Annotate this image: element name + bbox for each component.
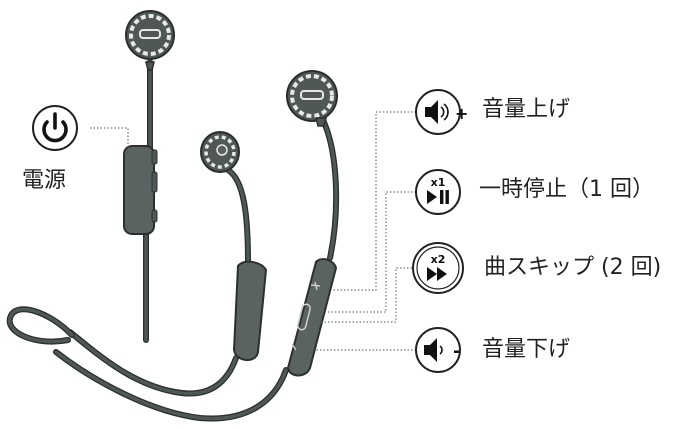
play-pause-label: 一時停止（1 回）	[479, 177, 654, 202]
volume-down-sign: -	[453, 341, 460, 362]
skip-count: x2	[431, 253, 446, 266]
skip-label: 曲スキップ (2 回)	[484, 255, 662, 280]
earbud-middle	[200, 131, 240, 173]
earbud-right	[286, 70, 338, 127]
volume-down-label: 音量下げ	[482, 337, 571, 362]
volume-up-label: 音量上げ	[482, 97, 571, 122]
play-pause-icon: x1	[415, 169, 461, 215]
power-icon	[32, 105, 78, 151]
battery-pod	[232, 260, 268, 361]
speaker-volume-down-icon: -	[415, 327, 461, 373]
earbud-left	[125, 10, 175, 71]
earphone-cables	[6, 59, 340, 422]
speaker-volume-up-icon: +	[415, 89, 468, 135]
leader-lines	[90, 111, 416, 351]
play-pause-count: x1	[431, 176, 446, 189]
volume-up-sign: +	[455, 104, 468, 123]
remote-control	[286, 258, 338, 377]
power-label: 電源	[22, 168, 67, 193]
power-module	[123, 145, 158, 235]
fast-forward-icon: x2	[412, 242, 464, 294]
